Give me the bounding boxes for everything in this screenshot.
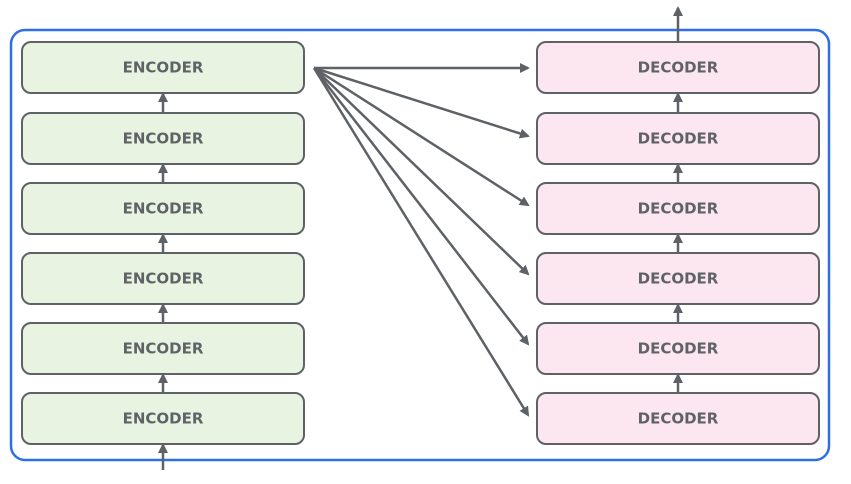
decoder-block-label: DECODER: [638, 340, 719, 358]
encoder-block-box: [21, 112, 305, 165]
decoder-block-label: DECODER: [638, 200, 719, 218]
encoder-block: ENCODER: [21, 112, 305, 165]
decoder-block-label: DECODER: [638, 130, 719, 148]
encoder-block: ENCODER: [21, 252, 305, 305]
encoder-stack: ENCODER ENCODER ENCODER ENCODER ENCODER …: [21, 41, 305, 445]
outer-frame: [9, 28, 831, 462]
encoder-output-arrow: [312, 67, 530, 417]
encoder-output-arrow: [313, 67, 530, 276]
arrows-group: [158, 6, 683, 470]
decoder-block-box: [536, 182, 820, 235]
encoder-block: ENCODER: [21, 392, 305, 445]
decoder-block-box: [536, 112, 820, 165]
decoder-block-label: DECODER: [638, 410, 719, 428]
encoder-block-box: [21, 182, 305, 235]
encoder-block: ENCODER: [21, 322, 305, 375]
encoder-block-box: [21, 392, 305, 445]
decoder-block: DECODER: [536, 112, 820, 165]
encoder-block: ENCODER: [21, 41, 305, 94]
encoder-block-label: ENCODER: [123, 200, 204, 218]
decoder-block: DECODER: [536, 41, 820, 94]
encoder-block-label: ENCODER: [123, 410, 204, 428]
decoder-block-box: [536, 322, 820, 375]
decoder-block-box: [536, 392, 820, 445]
decoder-block-box: [536, 41, 820, 94]
encoder-block-label: ENCODER: [123, 340, 204, 358]
decoder-block-box: [536, 252, 820, 305]
encoder-block-box: [21, 41, 305, 94]
encoder-output-arrow: [313, 67, 530, 346]
encoder-block-label: ENCODER: [123, 130, 204, 148]
encoder-block-box: [21, 322, 305, 375]
decoder-block: DECODER: [536, 252, 820, 305]
decoder-block-label: DECODER: [638, 270, 719, 288]
decoder-block: DECODER: [536, 182, 820, 235]
decoder-block-label: DECODER: [638, 59, 719, 77]
encoder-output-arrow: [313, 66, 530, 207]
decoder-block: DECODER: [536, 322, 820, 375]
encoder-output-arrow: [313, 66, 530, 139]
decoder-block: DECODER: [536, 392, 820, 445]
decoder-stack: DECODER DECODER DECODER DECODER DECODER …: [536, 41, 820, 445]
encoder-block-box: [21, 252, 305, 305]
encoder-block-label: ENCODER: [123, 59, 204, 77]
encoder-block-label: ENCODER: [123, 270, 204, 288]
encoder-block: ENCODER: [21, 182, 305, 235]
